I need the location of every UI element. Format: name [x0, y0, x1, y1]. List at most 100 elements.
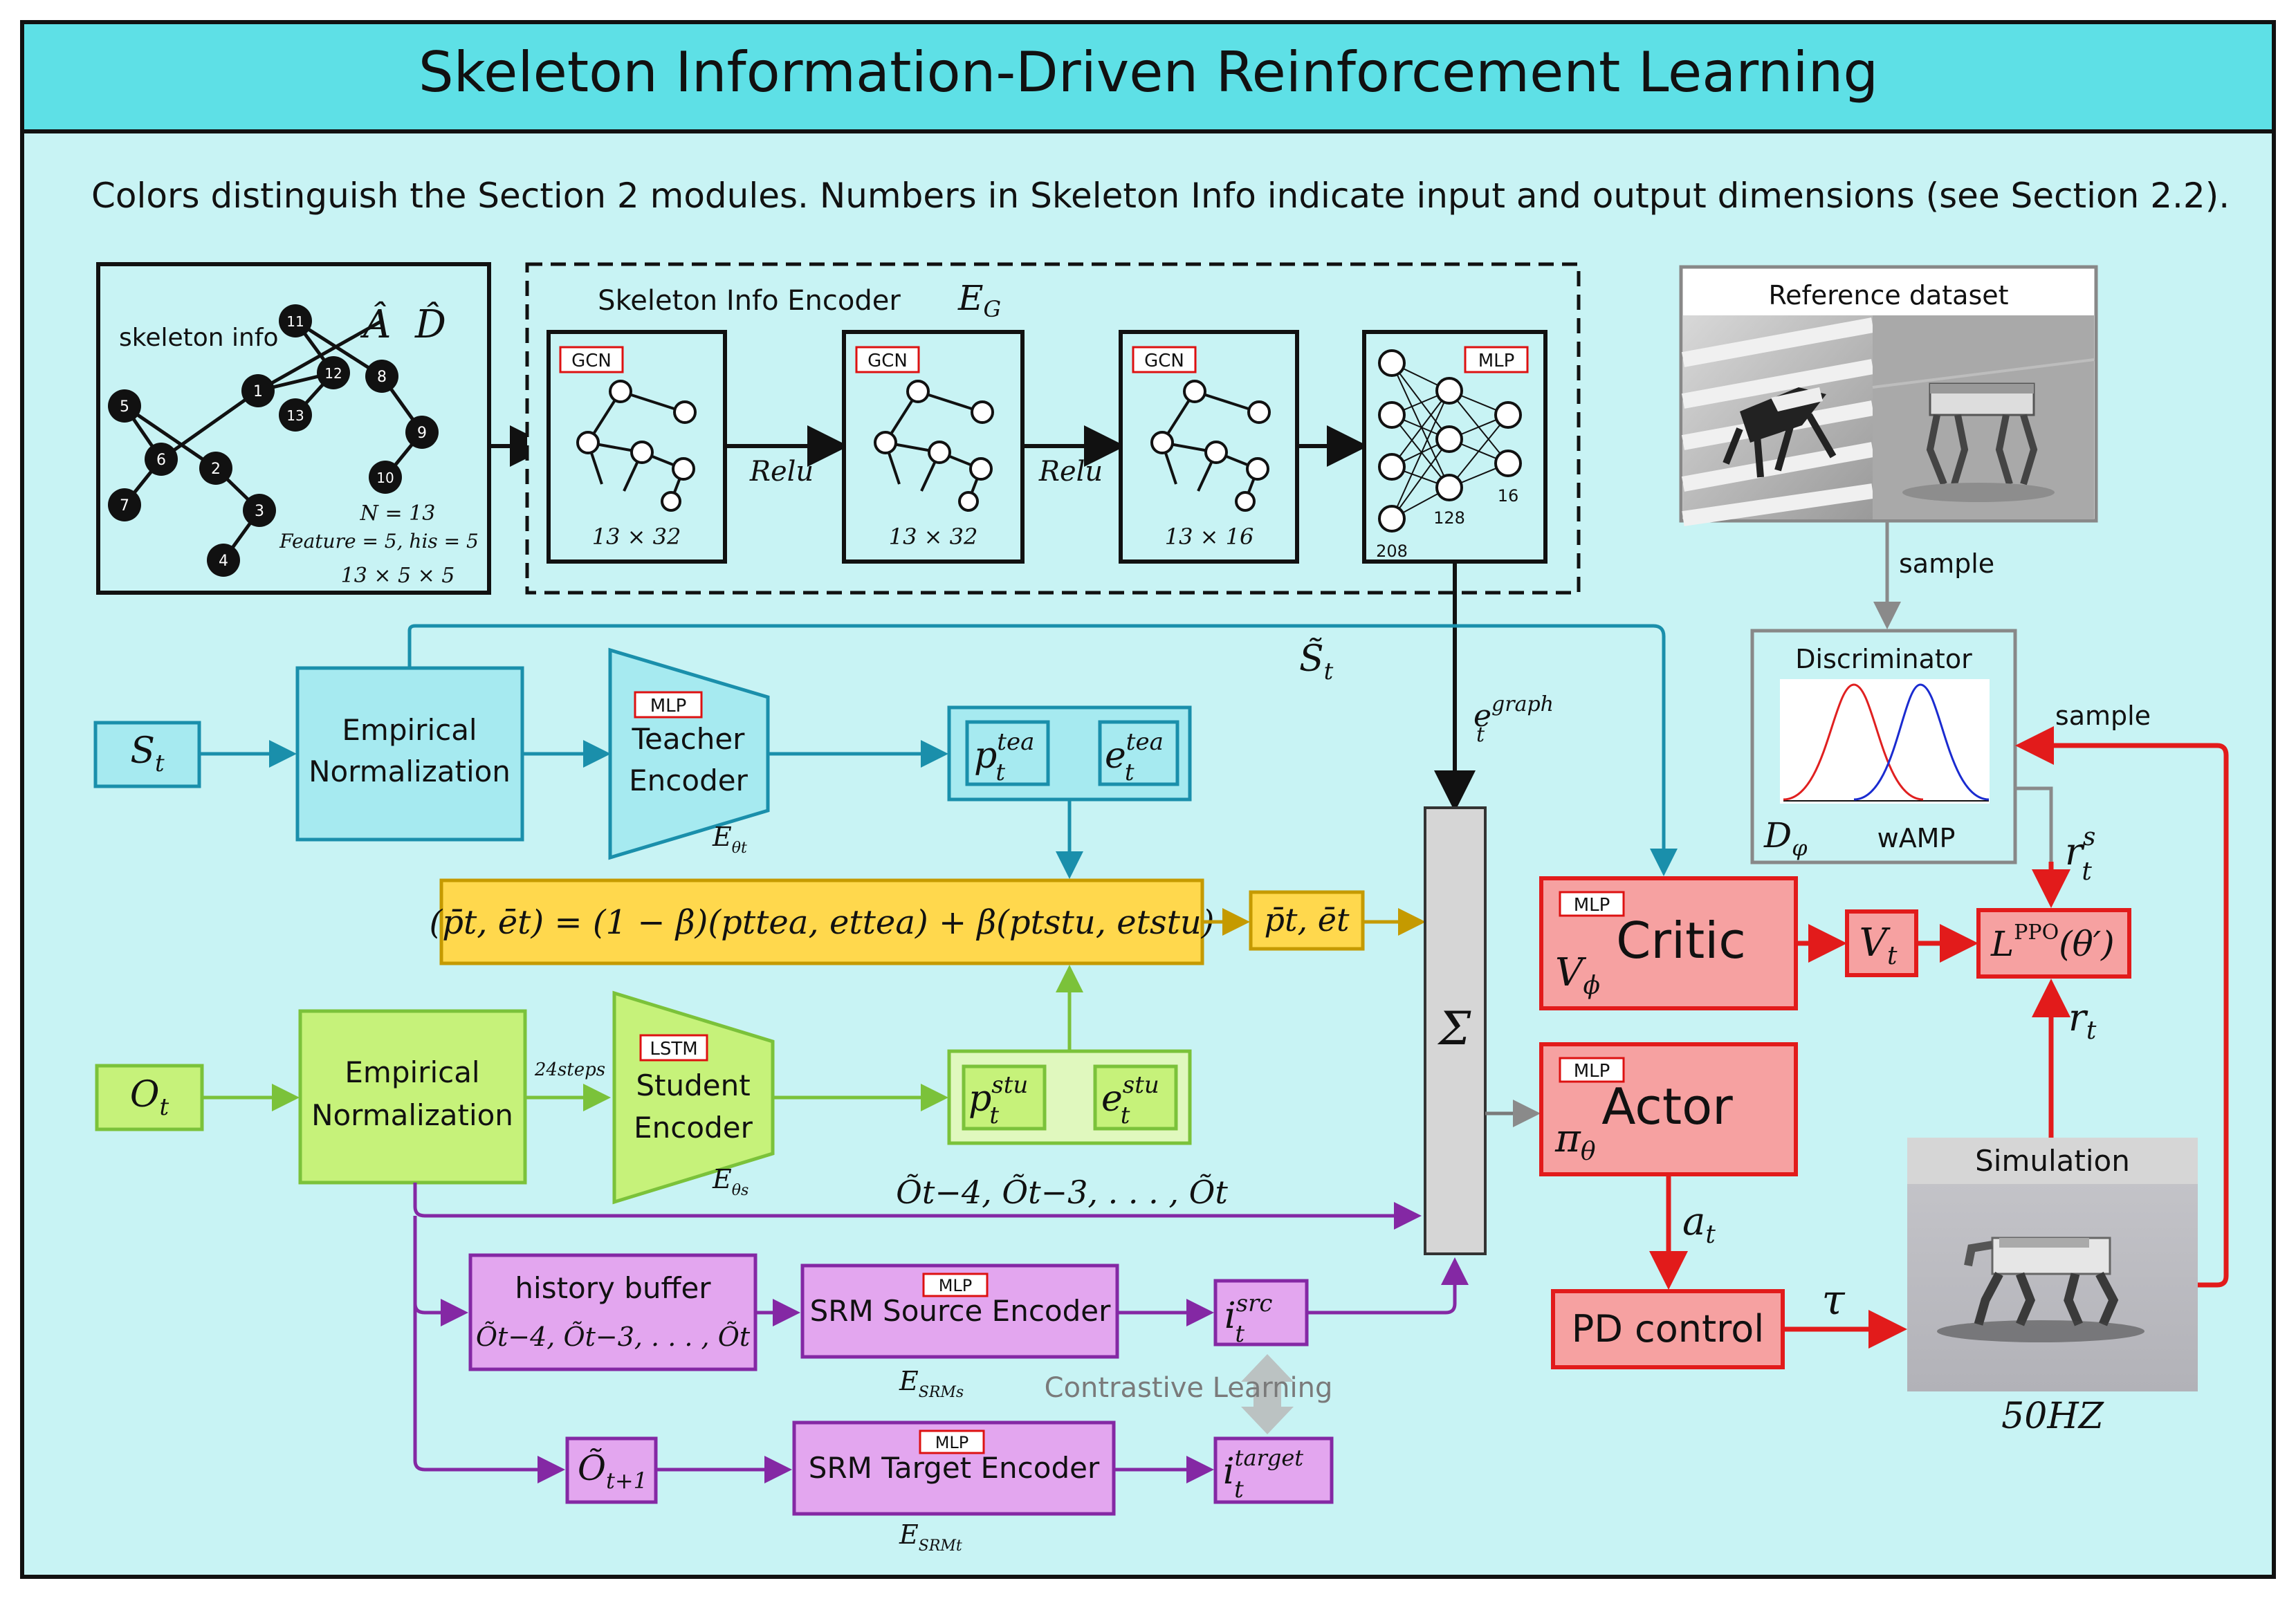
diagram-title: Skeleton Information-Driven Reinforcemen… — [419, 40, 1878, 104]
fusion-formula-box — [439, 878, 1204, 965]
teacher-encoder-symbol: Eθt — [712, 822, 747, 857]
mlp-tag: MLP — [1478, 351, 1515, 371]
student-encoder-tag: LSTM — [650, 1039, 697, 1059]
svg-text:2: 2 — [211, 461, 221, 478]
history-sequence: Õt−4, Õt−3, . . . , Õt — [896, 1174, 1228, 1211]
discriminator-title: Discriminator — [1795, 644, 1972, 674]
caption: Colors distinguish the Section 2 modules… — [91, 176, 2230, 216]
svg-text:Normalization: Normalization — [311, 1098, 513, 1132]
gcn-tag: GCN — [1144, 351, 1184, 371]
discriminator-symbol: Dφ — [1763, 815, 1808, 861]
svg-text:Teacher: Teacher — [632, 722, 746, 756]
svg-text:8: 8 — [377, 369, 387, 386]
svg-text:13: 13 — [286, 407, 304, 424]
skeleton-node: 8 — [365, 360, 398, 393]
skeleton-node: 6 — [145, 443, 178, 476]
wamp-label: wAMP — [1877, 823, 1956, 853]
skeleton-encoder-box: Skeleton Info Encoder EG GCN 13 × 32 Rel… — [525, 262, 1581, 595]
gcn-block-3: GCN 13 × 16 — [1119, 330, 1299, 564]
reference-sample-label: sample — [1899, 548, 1994, 579]
skeleton-node: 5 — [108, 389, 141, 423]
teacher-p — [965, 720, 1050, 786]
value-label: Vt — [1859, 920, 1898, 970]
i-src-box — [1213, 1279, 1309, 1346]
arrow-state-to-critic — [407, 624, 1678, 876]
svg-text:9: 9 — [417, 425, 427, 442]
mlp-block: MLP 208 128 16 — [1362, 330, 1547, 564]
srm-branch: history buffer Õt−4, Õt−3, . . . , Õt ML… — [413, 1216, 1469, 1555]
sum-symbol: Σ — [1438, 1002, 1471, 1055]
mlp-dim-16: 16 — [1498, 486, 1519, 506]
student-e — [1093, 1064, 1178, 1131]
history-buffer-label: history buffer — [515, 1271, 711, 1305]
reference-dataset: Reference dataset — [1679, 265, 2098, 526]
svg-text:4: 4 — [219, 553, 228, 570]
svg-text:10: 10 — [376, 470, 394, 486]
arrow-history-to-sum — [413, 1183, 1422, 1230]
gcn-dims-1: 13 × 32 — [592, 524, 681, 550]
srm-source-symbol: ESRMs — [899, 1366, 964, 1401]
skeleton-info-box: skeleton info Â D̂ 1 2 3 4 5 6 7 — [96, 262, 491, 595]
arrow-sim-to-discriminator — [2015, 726, 2229, 1288]
svg-text:Empirical: Empirical — [345, 1055, 479, 1089]
svg-text:MLP: MLP — [939, 1276, 973, 1295]
ppo-loss-label: LPPO(θ′) — [1990, 920, 2115, 964]
simulation-frequency: 50HZ — [2001, 1396, 2104, 1437]
task-reward-label: rt — [2068, 996, 2097, 1045]
gcn-block-2: GCN 13 × 32 — [842, 330, 1025, 564]
history-steps: 24steps — [534, 1059, 605, 1080]
svg-text:5: 5 — [120, 398, 129, 416]
svg-text:Encoder: Encoder — [634, 1111, 753, 1145]
svg-text:3: 3 — [255, 503, 264, 520]
simulation-image — [1907, 1184, 2198, 1391]
next-obs-box — [565, 1436, 658, 1504]
svg-text:11: 11 — [286, 313, 304, 330]
n-equation: N = 13 — [360, 501, 436, 526]
history-buffer — [468, 1253, 757, 1371]
simulation-box: Simulation 50HZ — [1907, 1138, 2198, 1437]
i-target-box — [1213, 1436, 1334, 1504]
svg-text:Normalization: Normalization — [309, 755, 511, 788]
reference-title: Reference dataset — [1768, 280, 2008, 311]
svg-text:12: 12 — [324, 365, 342, 382]
state-input-label: St — [130, 730, 165, 777]
svg-text:SRM Source Encoder: SRM Source Encoder — [810, 1294, 1111, 1328]
gcn-block-1: GCN 13 × 32 — [547, 330, 727, 564]
distribution-curve-red — [1783, 683, 1924, 801]
mlp-dim-208: 208 — [1376, 542, 1408, 561]
reference-image-stairs — [1682, 315, 1874, 526]
fusion-output: p̄t, ēt — [1265, 901, 1350, 938]
skeleton-label: skeleton info — [119, 324, 279, 352]
teacher-encoder-tag: MLP — [650, 696, 687, 716]
skeleton-node: 11 — [279, 304, 312, 337]
skeleton-node: 9 — [405, 416, 439, 449]
title-bar — [20, 20, 2276, 133]
torque-label: τ — [1821, 1276, 1845, 1324]
teacher-normalization — [295, 666, 524, 842]
skeleton-nodes: 1 2 3 4 5 6 7 8 9 10 11 12 13 — [108, 304, 439, 577]
critic-symbol: Vϕ — [1555, 950, 1600, 1000]
distribution-curve-blue — [1853, 683, 1990, 801]
skeleton-node: 13 — [279, 398, 312, 432]
srm-target-symbol: ESRMt — [899, 1519, 962, 1555]
svg-text:Encoder: Encoder — [629, 764, 748, 797]
actor-label: Actor — [1601, 1077, 1733, 1136]
sum-block: Σ — [1424, 806, 1487, 1255]
sim-robot — [1937, 1237, 2145, 1342]
teacher-branch: St Empirical Normalization MLP Teacher E… — [93, 624, 1678, 879]
simulation-title: Simulation — [1975, 1144, 2130, 1178]
svg-text:Empirical: Empirical — [342, 713, 477, 747]
skeleton-node: 12 — [317, 356, 350, 389]
value-box — [1845, 909, 1918, 977]
actor-box: MLP Actor πθ — [1539, 1042, 1798, 1176]
d-hat: D̂ — [414, 301, 446, 347]
skeleton-node: 3 — [243, 494, 276, 527]
encoder-title: Skeleton Info Encoder — [598, 285, 901, 317]
student-branch: Ot Empirical Normalization 24steps LSTM … — [95, 965, 1422, 1230]
relu-label-1: Relu — [749, 456, 814, 488]
